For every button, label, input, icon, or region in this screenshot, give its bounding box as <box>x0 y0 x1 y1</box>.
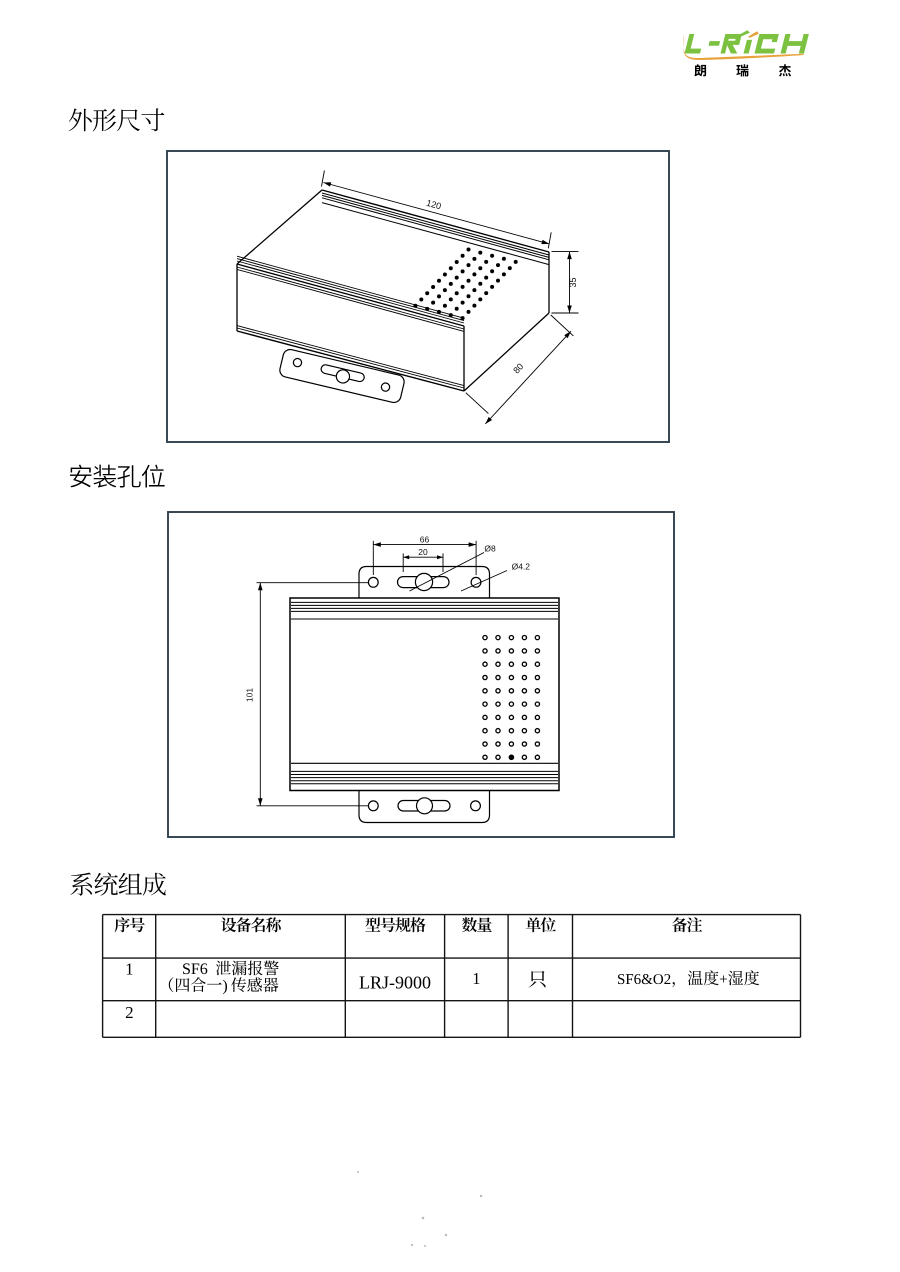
svg-text:Ø8: Ø8 <box>484 544 496 554</box>
svg-text:LRJ-9000: LRJ-9000 <box>359 972 431 992</box>
svg-text:66: 66 <box>420 535 430 545</box>
svg-text:101: 101 <box>245 688 255 702</box>
svg-text:Ø4.2: Ø4.2 <box>512 561 531 571</box>
svg-text:2: 2 <box>125 1003 134 1022</box>
svg-text:80: 80 <box>511 361 525 375</box>
svg-text:1: 1 <box>472 969 480 988</box>
svg-text:120: 120 <box>425 198 442 212</box>
svg-text:1: 1 <box>125 960 134 979</box>
svg-text:20: 20 <box>418 547 428 557</box>
svg-text:35: 35 <box>568 277 578 287</box>
